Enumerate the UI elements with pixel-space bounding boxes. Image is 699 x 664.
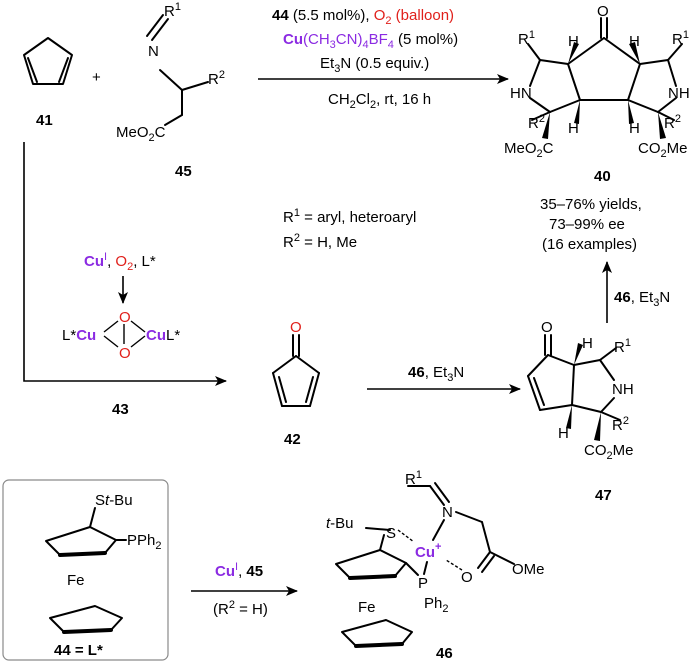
peroxo-right: CuL*: [146, 327, 180, 344]
compound-41-structure: [23, 37, 73, 85]
path-41-to-42: [23, 142, 227, 386]
c46-ph2: Ph2: [424, 595, 448, 615]
c40-r2-left: R2: [528, 113, 545, 132]
c40-r2-right: R2: [664, 113, 681, 132]
c44-pph2: PPh2: [127, 532, 161, 552]
r1-definition: R1 = aryl, heteroaryl: [283, 207, 416, 226]
r2-definition: R2 = H, Me: [283, 232, 357, 251]
compound-46-label: 46: [436, 645, 453, 662]
c46-s: S: [386, 525, 396, 542]
c44-st-bu: St-Bu: [95, 492, 133, 509]
compound-43-label: 43: [112, 401, 129, 418]
c46-ome: OMe: [512, 561, 545, 578]
compound-42-label: 42: [284, 431, 301, 448]
peroxo-o-top: O: [119, 309, 131, 326]
compound-44-label: 44 = L*: [54, 642, 103, 659]
c47-co2me: CO2Me: [584, 442, 633, 462]
results-ee: 73–99% ee: [549, 216, 625, 233]
peroxo-o-bottom: O: [119, 345, 131, 362]
c47-nh: NH: [612, 381, 634, 398]
compound-42-structure: [272, 334, 320, 407]
plus-sign: +: [92, 69, 101, 86]
results-yield: 35–76% yields,: [540, 196, 642, 213]
c40-ketone-o: O: [597, 3, 609, 20]
c47-h-bottom: H: [558, 425, 569, 442]
step-46-et3n-b: 46, Et3N: [614, 289, 670, 309]
c47-ketone-o: O: [541, 319, 553, 336]
c46-p: P: [418, 575, 428, 592]
c40-h-tr: H: [629, 33, 640, 50]
c47-r1: R1: [614, 337, 631, 356]
meo2c-label: MeO2C: [116, 124, 166, 144]
cu-o2-ligand: CuI, O2, L*: [84, 251, 156, 273]
compound-40-label: 40: [594, 168, 611, 185]
condition-line-2: Cu(CH3CN)4BF4 (5 mol%): [283, 31, 458, 51]
peroxo-left: L*Cu: [62, 327, 96, 344]
c47-r2: R2: [612, 415, 629, 434]
step-r2-h: (R2 = H): [213, 599, 268, 618]
step-46-et3n-a: 46, Et3N: [408, 364, 464, 384]
compound-45-structure: [146, 14, 209, 126]
c46-cu: Cu+: [415, 541, 441, 561]
compound-47-structure: [527, 334, 621, 441]
c47-h-top: H: [582, 335, 593, 352]
c40-r1-left: R1: [518, 29, 535, 48]
condition-line-1: 44 (5.5 mol%), O2 (balloon): [272, 7, 454, 27]
c46-r1: R1: [405, 469, 422, 488]
r2-label: R2: [208, 69, 225, 88]
c40-nh: NH: [668, 85, 690, 102]
step-cu-45: CuI, 45: [215, 561, 263, 580]
c40-meo2c: MeO2C: [504, 140, 554, 160]
compound-47-label: 47: [595, 487, 612, 504]
imine-n-label: N: [148, 43, 159, 60]
c46-fe: Fe: [358, 599, 376, 616]
compound-40-structure: [527, 17, 683, 139]
c46-tbu: t-Bu: [326, 515, 354, 532]
c46-o: O: [461, 569, 473, 586]
c40-co2me: CO2Me: [638, 140, 687, 160]
r1-label: R1: [164, 1, 181, 20]
condition-line-3: Et3N (0.5 equiv.): [320, 55, 429, 75]
c40-r1-right: R1: [672, 29, 689, 48]
compound-41-label: 41: [36, 112, 53, 129]
ligand-44-box: [2, 479, 169, 661]
compound-46-structure: [335, 482, 515, 648]
c42-ketone-o: O: [290, 319, 302, 336]
condition-line-4: CH2Cl2, rt, 16 h: [328, 91, 431, 111]
compound-43-structure: [103, 320, 146, 348]
c40-h-tl: H: [568, 33, 579, 50]
c44-fe: Fe: [67, 572, 85, 589]
results-examples: (16 examples): [542, 236, 637, 253]
c40-h-bl: H: [568, 120, 579, 137]
c40-h-br: H: [629, 120, 640, 137]
c40-hn: HN: [510, 85, 532, 102]
compound-44-structure: [45, 507, 127, 634]
c46-n: N: [442, 504, 453, 521]
compound-45-label: 45: [175, 163, 192, 180]
